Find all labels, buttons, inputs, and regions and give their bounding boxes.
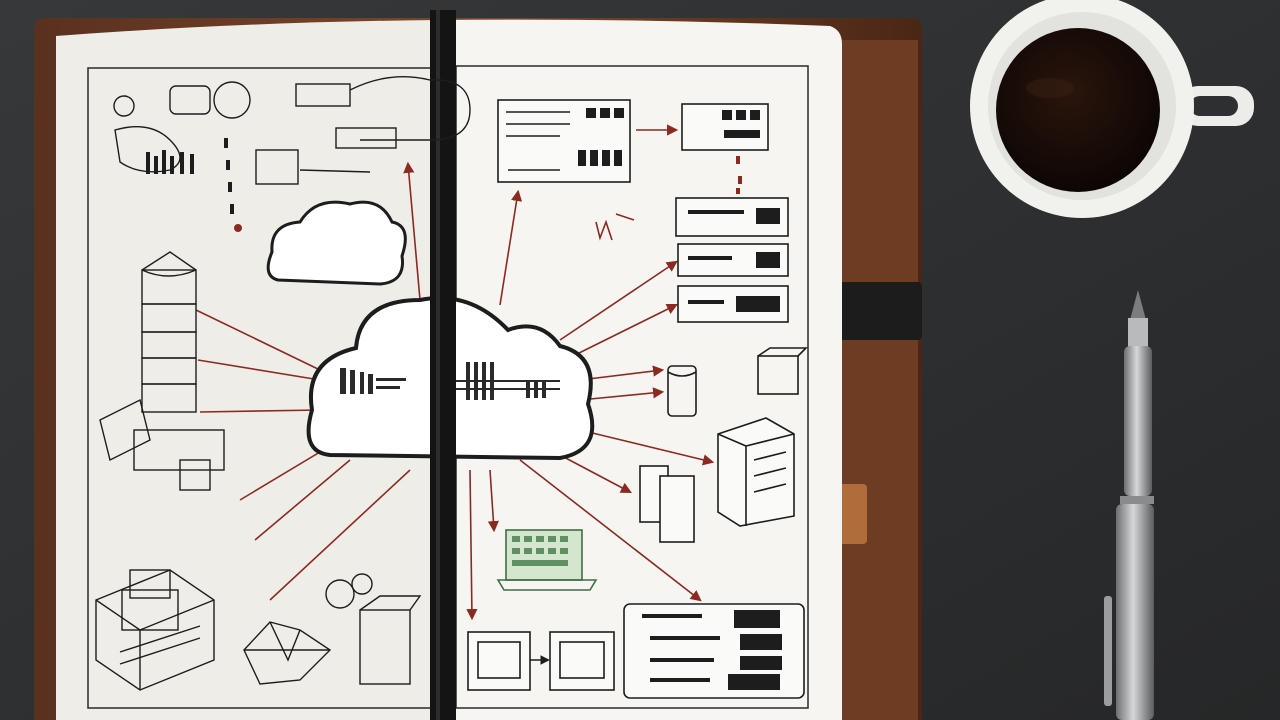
status-table-sketch: [623, 603, 805, 699]
right-page-sketches: [467, 99, 808, 699]
devices-sketch: [325, 573, 422, 685]
left-page-sketches: [95, 76, 471, 691]
elastic-clasp: [838, 282, 922, 340]
server-stack-sketch: [141, 251, 197, 413]
bottom-left-server-sketch: [95, 569, 215, 691]
elastic-band: [430, 10, 456, 720]
storage-blocks-sketch: [639, 465, 695, 543]
bottom-monitors-sketch: [467, 631, 615, 691]
server-list-panels: [675, 197, 789, 323]
silver-pen: [1104, 290, 1154, 720]
server-rack-sketch: [717, 417, 795, 527]
database-small-sketch: [667, 347, 808, 417]
dashboard-panel-top: [497, 99, 631, 183]
folded-box-sketch: [243, 621, 332, 685]
coffee-mug: [970, 0, 1254, 218]
red-connector-arrows: [195, 124, 715, 621]
green-laptop-sketch: [496, 529, 598, 591]
